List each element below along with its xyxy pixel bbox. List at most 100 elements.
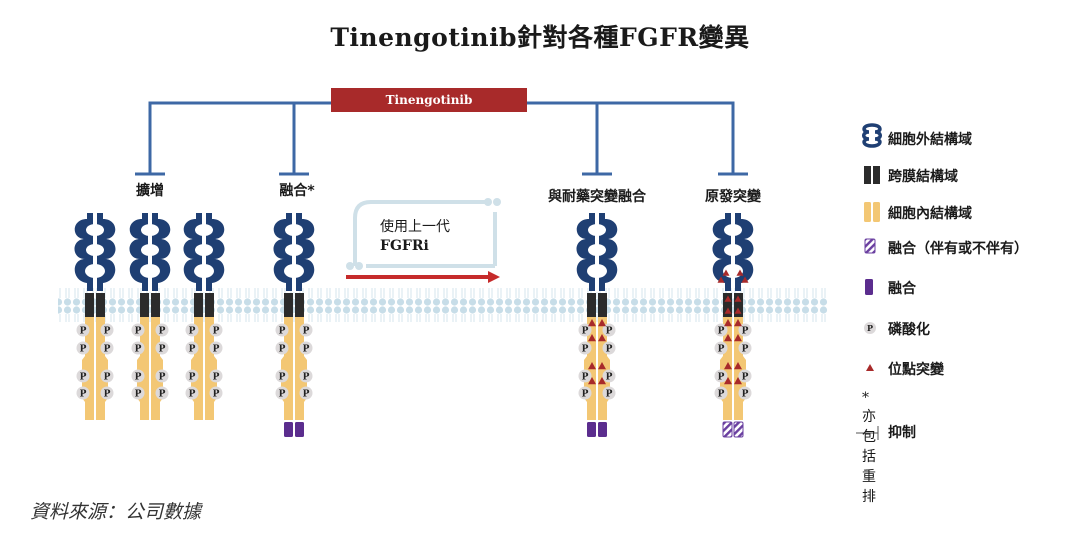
point-mutation-marker bbox=[734, 295, 742, 302]
phosphorylation-label: P bbox=[279, 390, 286, 400]
phosphorylation-marker bbox=[714, 341, 728, 355]
phosphorylation-marker bbox=[100, 369, 114, 383]
phosphorylation-label: P bbox=[606, 345, 613, 355]
point-mutation-marker bbox=[598, 362, 606, 370]
fusion-partner-right bbox=[598, 422, 607, 437]
point-mutation-marker bbox=[588, 377, 596, 385]
phosphorylation-label: P bbox=[606, 327, 613, 337]
phosphorylation-label: P bbox=[303, 390, 310, 400]
ecd-hole bbox=[85, 264, 105, 278]
point-mutation-marker bbox=[724, 362, 732, 370]
tree-bar-right bbox=[527, 101, 735, 174]
ecd-hole bbox=[195, 224, 213, 236]
phosphorylation-label: P bbox=[189, 373, 196, 383]
phosphorylation-marker bbox=[155, 386, 169, 400]
phosphorylation-label: P bbox=[718, 345, 725, 355]
intracellular-domain-icon bbox=[864, 202, 871, 222]
transmembrane-left bbox=[587, 293, 596, 317]
phosphorylation-marker bbox=[738, 323, 752, 337]
cell-membrane bbox=[58, 288, 828, 322]
group-label-fusion: 融合* bbox=[279, 183, 315, 199]
intracellular-domain-icon bbox=[873, 202, 880, 222]
phosphorylation-label: P bbox=[279, 373, 286, 383]
transmembrane-domain-icon bbox=[873, 166, 880, 184]
phosphorylation-marker bbox=[185, 386, 199, 400]
phosphorylation-label: P bbox=[213, 390, 220, 400]
phosphorylation-marker bbox=[209, 323, 223, 337]
fusion-striped-icon bbox=[864, 238, 876, 254]
phosphorylation-marker bbox=[714, 386, 728, 400]
phosphorylation-label: P bbox=[742, 390, 749, 400]
phosphorylation-marker bbox=[578, 341, 592, 355]
point-mutation-marker bbox=[588, 319, 596, 327]
figure-title: Tinengotinib針對各種FGFR變異 bbox=[330, 23, 750, 52]
treatment-arrow bbox=[346, 271, 500, 283]
ecd-gap bbox=[203, 276, 205, 292]
phosphorylation-label: P bbox=[742, 327, 749, 337]
ecd-hole bbox=[724, 244, 742, 256]
point-mutation-marker bbox=[598, 377, 606, 385]
phosphorylation-marker bbox=[738, 341, 752, 355]
point-mutation-marker bbox=[598, 319, 606, 327]
point-mutation-marker bbox=[588, 362, 596, 370]
transmembrane-right bbox=[96, 293, 105, 317]
phosphorylation-label: P bbox=[718, 373, 725, 383]
ecd-gap bbox=[149, 276, 151, 292]
phosphorylation-marker bbox=[275, 369, 289, 383]
phosphorylation-label: P bbox=[80, 327, 87, 337]
phosphorylation-marker bbox=[76, 341, 90, 355]
phosphorylation-label: P bbox=[582, 345, 589, 355]
group-label-resistant-fusion: 與耐藥突變融合 bbox=[548, 189, 646, 205]
phosphorylation-icon-glyph: P bbox=[867, 323, 873, 333]
drug-box bbox=[331, 88, 527, 112]
phosphorylation-label: P bbox=[213, 327, 220, 337]
phosphorylation-marker bbox=[155, 341, 169, 355]
ecd-hole bbox=[285, 244, 303, 256]
phosphorylation-label: P bbox=[279, 327, 286, 337]
point-mutation-marker bbox=[722, 269, 730, 276]
point-mutation-icon bbox=[866, 364, 874, 371]
ecd-hole bbox=[588, 224, 606, 236]
phosphorylation-label: P bbox=[279, 345, 286, 355]
phosphorylation-marker bbox=[578, 386, 592, 400]
ecd-gap bbox=[732, 276, 734, 292]
phosphorylation-marker bbox=[602, 323, 616, 337]
point-mutation-marker bbox=[734, 319, 742, 327]
phosphorylation-label: P bbox=[159, 327, 166, 337]
ecd-gap bbox=[293, 276, 295, 292]
phosphorylation-marker bbox=[714, 369, 728, 383]
phosphorylation-marker bbox=[738, 369, 752, 383]
phosphorylation-marker bbox=[100, 386, 114, 400]
phosphorylation-marker bbox=[131, 341, 145, 355]
point-mutation-marker bbox=[724, 377, 732, 385]
prior-treatment-drug: FGFRi bbox=[380, 238, 429, 254]
phosphorylation-marker bbox=[100, 323, 114, 337]
phosphorylation-marker bbox=[275, 386, 289, 400]
ecd-gap bbox=[94, 276, 96, 292]
transmembrane-left bbox=[723, 293, 732, 317]
phosphorylation-label: P bbox=[718, 390, 725, 400]
ecd-hole bbox=[141, 244, 159, 256]
phosphorylation-label: P bbox=[159, 390, 166, 400]
ecd-hole bbox=[284, 264, 304, 278]
ecd-hole bbox=[587, 264, 607, 278]
transmembrane-domain-icon bbox=[864, 166, 871, 184]
phosphorylation-label: P bbox=[213, 373, 220, 383]
phosphorylation-label: P bbox=[606, 373, 613, 383]
phosphorylation-marker bbox=[578, 323, 592, 337]
phosphorylation-label: P bbox=[80, 373, 87, 383]
phosphorylation-marker bbox=[299, 369, 313, 383]
ecd-hole bbox=[141, 224, 159, 236]
point-mutation-marker bbox=[734, 362, 742, 370]
group-label-amplification: 擴增 bbox=[136, 183, 164, 199]
point-mutation-marker bbox=[724, 319, 732, 327]
phosphorylation-label: P bbox=[303, 373, 310, 383]
phosphorylation-marker bbox=[76, 369, 90, 383]
phosphorylation-label: P bbox=[582, 373, 589, 383]
point-mutation-marker bbox=[724, 295, 732, 302]
phosphorylation-marker bbox=[578, 369, 592, 383]
point-mutation-marker bbox=[741, 276, 749, 283]
